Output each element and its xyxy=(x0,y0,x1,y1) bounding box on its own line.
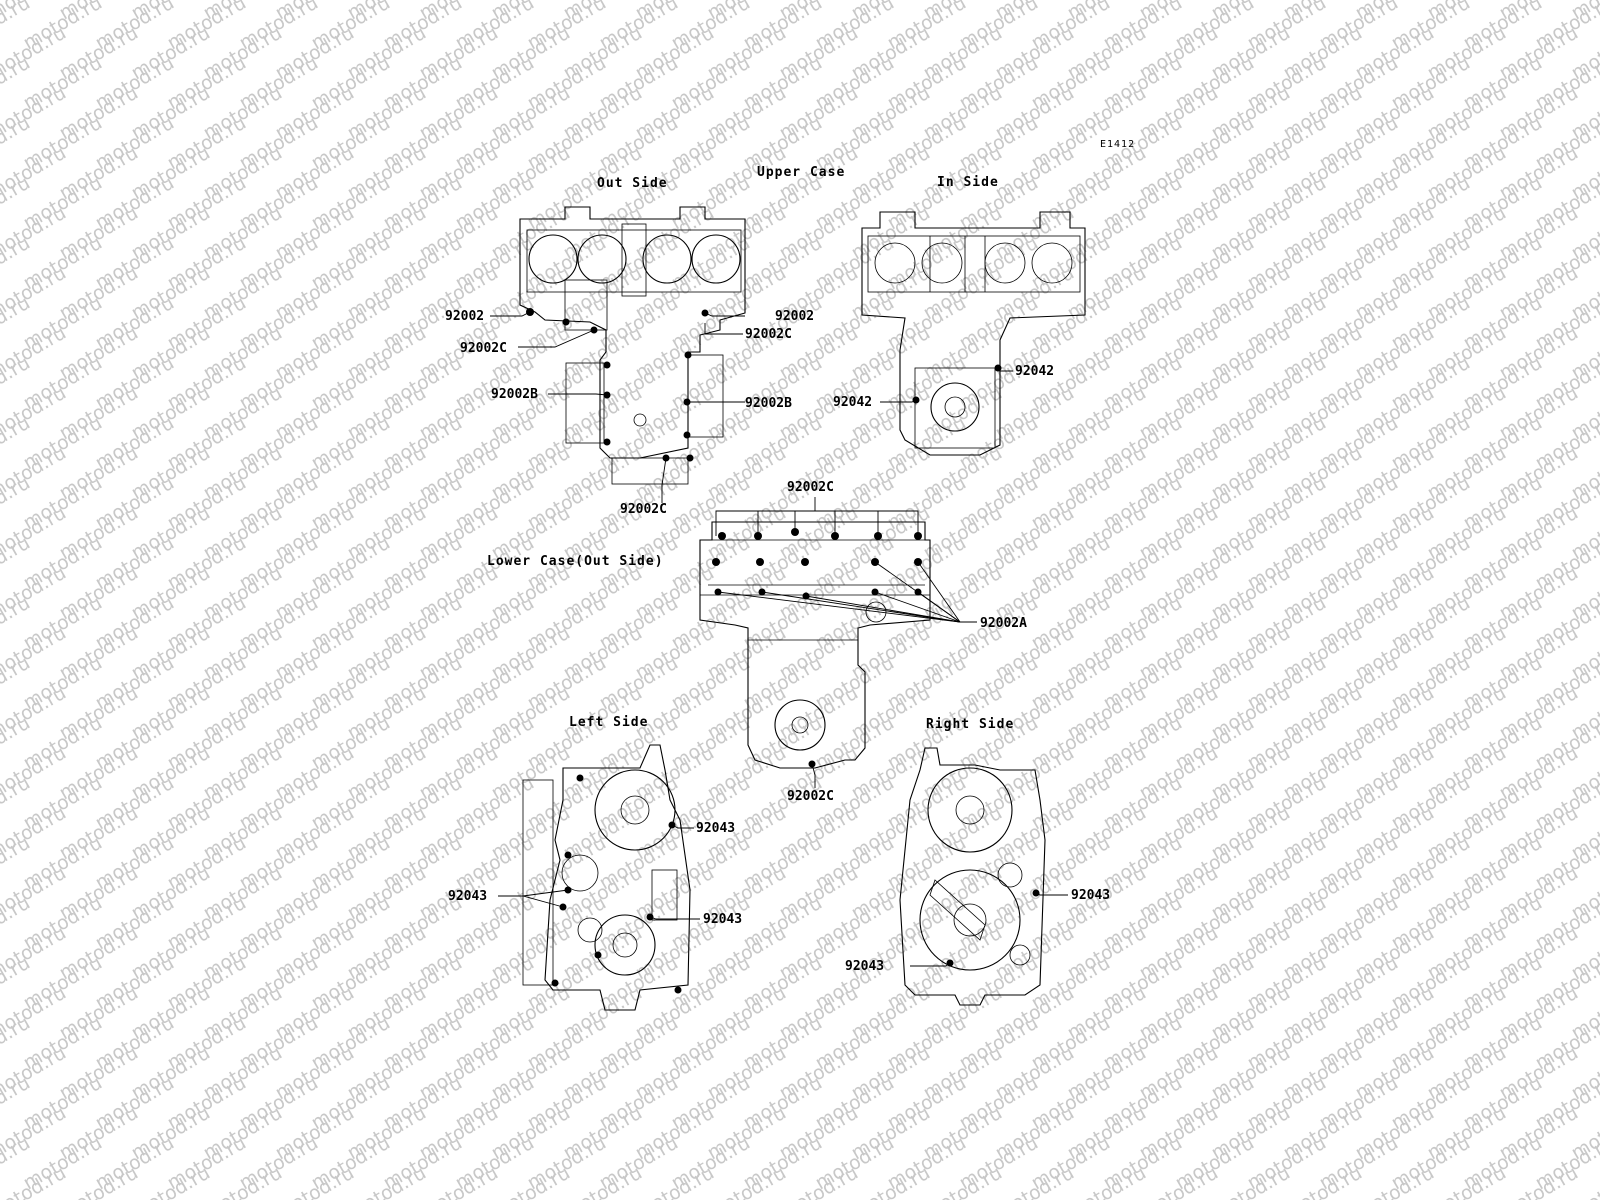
callout-upper-out-g: 92002C xyxy=(620,502,667,517)
callout-right-a: 92043 xyxy=(1071,888,1110,903)
title-in-side: In Side xyxy=(937,175,999,190)
callout-upper-in-a: 92042 xyxy=(1015,364,1054,379)
callout-upper-out-e: 92002B xyxy=(491,387,538,402)
callout-right-b: 92043 xyxy=(845,959,884,974)
title-out-side: Out Side xyxy=(597,176,668,191)
callout-left-a: 92043 xyxy=(696,821,735,836)
title-left-side: Left Side xyxy=(569,715,648,730)
callout-lower-bottom: 92002C xyxy=(787,789,834,804)
callout-upper-out-a: 92002 xyxy=(445,309,484,324)
callout-upper-out-f: 92002B xyxy=(745,396,792,411)
callout-lower-right: 92002A xyxy=(980,616,1027,631)
diagram-code: E1412 xyxy=(1100,139,1135,150)
title-upper-case: Upper Case xyxy=(757,165,845,180)
title-lower-case: Lower Case(Out Side) xyxy=(487,554,664,569)
callout-left-b: 92043 xyxy=(448,889,487,904)
callout-upper-out-d: 92002C xyxy=(745,327,792,342)
callout-upper-out-c: 92002C xyxy=(460,341,507,356)
callout-upper-out-b: 92002 xyxy=(775,309,814,324)
callout-left-c: 92043 xyxy=(703,912,742,927)
title-right-side: Right Side xyxy=(926,717,1014,732)
callout-lower-top: 92002C xyxy=(787,480,834,495)
callout-upper-in-b: 92042 xyxy=(833,395,872,410)
